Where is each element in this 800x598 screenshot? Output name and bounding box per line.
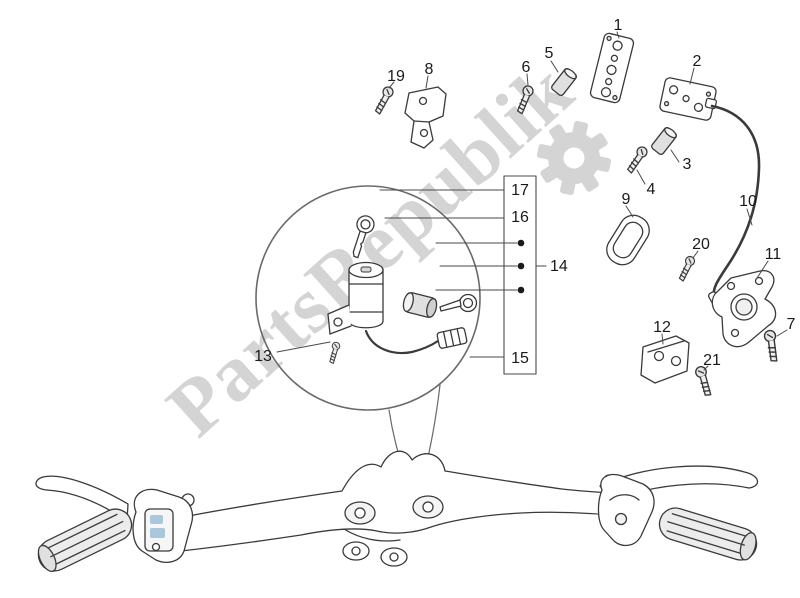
left-grip bbox=[37, 508, 133, 573]
part-14-barrel bbox=[402, 292, 438, 318]
callout-5: 5 bbox=[545, 45, 554, 62]
part-7-screw bbox=[762, 328, 783, 364]
handlebar-tube bbox=[177, 450, 644, 552]
part-17-key bbox=[352, 215, 375, 259]
part-9-cover bbox=[606, 214, 650, 266]
right-switch-housing bbox=[597, 473, 655, 547]
callout-box bbox=[503, 175, 537, 375]
callout-9: 9 bbox=[622, 191, 631, 208]
part-16-lock-body bbox=[327, 261, 384, 335]
right-grip bbox=[658, 507, 758, 561]
callout-labels: 1 2 3 4 5 6 7 8 9 10 11 12 13 14 15 16 1… bbox=[254, 17, 795, 369]
part-8-bracket bbox=[404, 86, 447, 149]
part-15-key bbox=[439, 293, 478, 313]
callout-14: 14 bbox=[550, 258, 568, 275]
callout-17: 17 bbox=[511, 182, 529, 199]
handlebar-assembly bbox=[35, 450, 759, 573]
callout-20: 20 bbox=[692, 236, 710, 253]
right-brake-lever bbox=[599, 465, 759, 502]
callout-16: 16 bbox=[511, 209, 529, 226]
callout-13: 13 bbox=[254, 348, 272, 365]
callout-8: 8 bbox=[425, 61, 434, 78]
part-20-screw bbox=[677, 254, 697, 283]
part-11-bracket bbox=[711, 270, 777, 348]
callout-12: 12 bbox=[653, 319, 671, 336]
callout-7: 7 bbox=[787, 316, 796, 333]
part-3-bushing bbox=[649, 125, 679, 157]
part-15-wire-connector bbox=[364, 327, 468, 355]
callout-1: 1 bbox=[614, 17, 623, 34]
watermark: PartsRepublik bbox=[151, 46, 612, 453]
left-brake-lever bbox=[35, 475, 129, 522]
callout-11: 11 bbox=[765, 246, 782, 263]
part-19-screw bbox=[373, 84, 396, 117]
left-switch-housing bbox=[132, 488, 194, 563]
switch-icon-blue-1 bbox=[150, 515, 163, 524]
gear-icon bbox=[536, 120, 612, 196]
part-1-plate bbox=[589, 32, 635, 104]
callout-6: 6 bbox=[522, 59, 531, 76]
part-12-bracket bbox=[640, 335, 690, 384]
callout-15: 15 bbox=[511, 350, 529, 367]
callout-21: 21 bbox=[703, 352, 721, 369]
callout-3: 3 bbox=[683, 156, 692, 173]
part-2-plate bbox=[659, 77, 717, 121]
callout-10: 10 bbox=[739, 193, 757, 210]
callout-2: 2 bbox=[693, 53, 702, 70]
lock-flange-screw bbox=[328, 341, 341, 365]
callout-19: 19 bbox=[387, 68, 405, 85]
leader-lines bbox=[276, 31, 788, 375]
switch-icon-blue-2 bbox=[150, 528, 165, 538]
callout-4: 4 bbox=[647, 181, 656, 198]
